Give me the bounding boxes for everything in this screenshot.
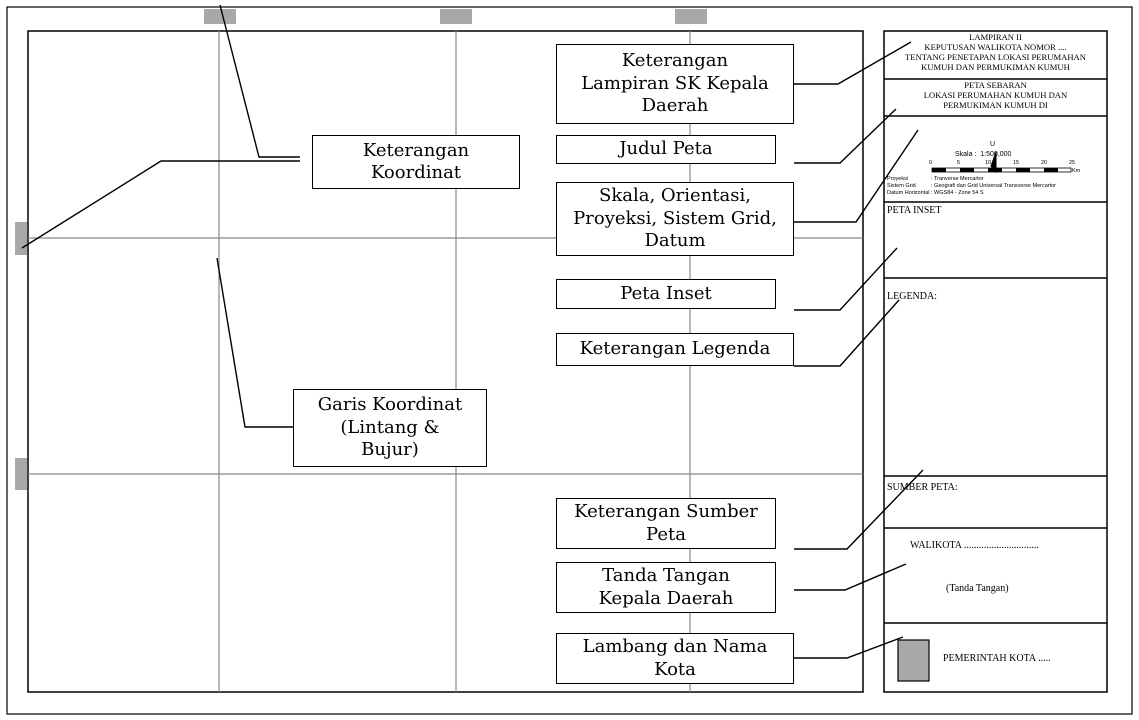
- peta-inset-heading: PETA INSET: [887, 205, 942, 216]
- scale-tick-label: 5: [957, 160, 961, 166]
- callout-tanda-tangan: Tanda Tangan Kepala Daerah: [556, 562, 776, 613]
- legenda-heading: LEGENDA:: [887, 291, 937, 302]
- lampiran-header: LAMPIRAN II KEPUTUSAN WALIKOTA NOMOR ...…: [905, 32, 1086, 72]
- callout-keterangan-legenda: Keterangan Legenda: [556, 333, 794, 366]
- callout-peta-inset: Peta Inset: [556, 279, 776, 309]
- scale-bar: [931, 167, 1072, 173]
- north-label: U: [990, 141, 996, 148]
- tanda-tangan-placeholder: (Tanda Tangan): [946, 583, 1009, 594]
- projection-row: Sistem Grid : Geografi dan Grid Universal…: [887, 183, 1105, 190]
- callout-keterangan-koordinat: Keterangan Koordinat: [312, 135, 520, 189]
- map-title: PETA SEBARAN LOKASI PERUMAHAN KUMUH DAN …: [923, 80, 1068, 110]
- callout-skala-orientasi: Skala, Orientasi, Proyeksi, Sistem Grid,…: [556, 182, 794, 256]
- scale-tick-label: 15: [1013, 160, 1020, 166]
- callout-keterangan-sumber-peta: Keterangan Sumber Peta: [556, 498, 776, 549]
- city-emblem-placeholder: [897, 639, 930, 682]
- scale-tick-label: 20: [1041, 160, 1048, 166]
- projection-row: Proyeksi : Tranverse Mercartor: [887, 176, 1105, 183]
- callout-judul-peta: Judul Peta: [556, 135, 776, 164]
- callout-keterangan-lampiran: Keterangan Lampiran SK Kepala Daerah: [556, 44, 794, 124]
- projection-key: Datum Horizontal: [887, 189, 930, 196]
- projection-key: Proyeksi: [887, 176, 909, 182]
- sheet-border: [6, 6, 1133, 715]
- scale-unit: Km: [1072, 168, 1081, 174]
- projection-row: Datum Horizontal: WGS84 - Zone 54 S: [887, 190, 1105, 197]
- projection-key: Sistem Grid: [887, 182, 916, 189]
- pemerintah-kota-label: PEMERINTAH KOTA .....: [943, 653, 1051, 664]
- walikota-line: WALIKOTA ..............................: [910, 540, 1039, 551]
- projection-value: : Tranverse Mercartor: [931, 176, 984, 182]
- coordinate-label-markers: [15, 9, 707, 490]
- sumber-peta-heading: SUMBER PETA:: [887, 482, 958, 493]
- projection-value: : Geografi dan Grid Universal Transverse…: [931, 182, 1057, 189]
- callout-lambang-kota: Lambang dan Nama Kota: [556, 633, 794, 684]
- scale-tick-label: 25: [1069, 160, 1076, 166]
- scale-tick-label: 10: [985, 160, 992, 166]
- leader-lines: [21, 4, 924, 659]
- scale-label: Skala : 1:500,000: [955, 151, 1012, 158]
- map-frame: [27, 30, 864, 693]
- legend-panel: [883, 30, 1108, 693]
- callout-garis-koordinat: Garis Koordinat (Lintang & Bujur): [293, 389, 487, 467]
- scale-tick-label: 0: [929, 160, 933, 166]
- projection-value: : WGS84 - Zone 54 S: [931, 189, 984, 196]
